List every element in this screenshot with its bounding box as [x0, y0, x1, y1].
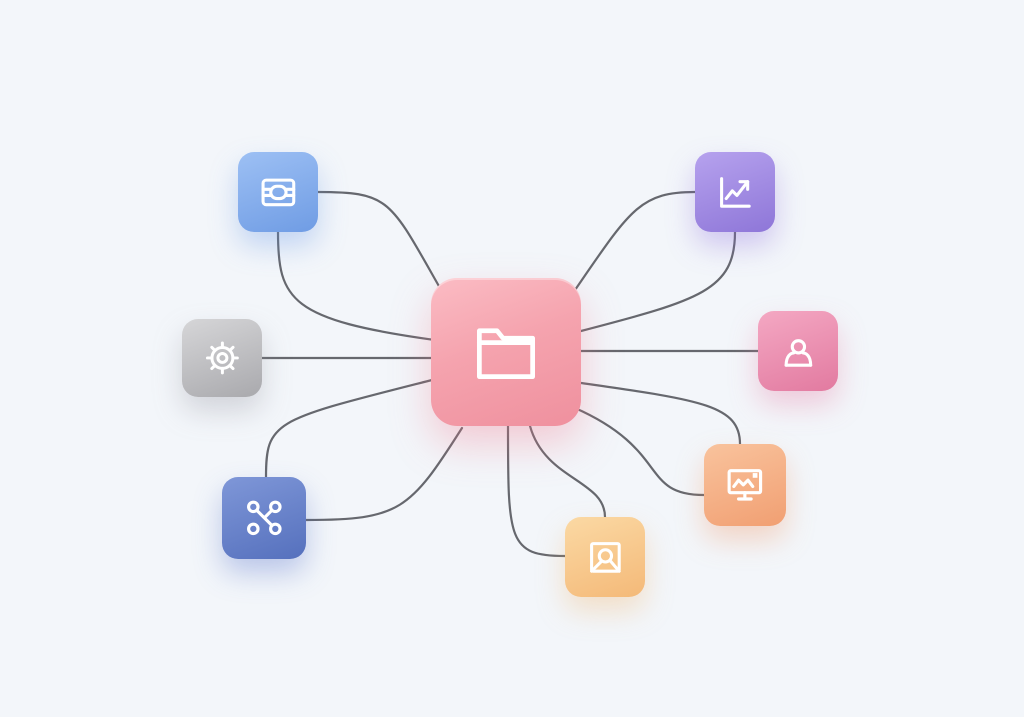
user-node[interactable] [758, 311, 838, 391]
connector-image-b [528, 424, 607, 519]
gear-node[interactable] [182, 319, 262, 397]
connector-network-b [304, 426, 464, 522]
line-chart-icon [719, 176, 751, 208]
connector-network-a [264, 378, 434, 479]
toggle-node[interactable] [238, 152, 318, 232]
image-search-icon [589, 541, 621, 573]
network-node[interactable] [222, 477, 306, 559]
folder-icon [476, 328, 536, 380]
connector-toggle-a [316, 190, 442, 290]
connector-monitor-b [573, 406, 706, 497]
image-search-node[interactable] [565, 517, 645, 597]
monitor-analytics-icon [727, 469, 763, 501]
network-nodes-icon [246, 500, 282, 536]
hub-folder-node[interactable] [431, 278, 581, 426]
chart-node[interactable] [695, 152, 775, 232]
user-profile-icon [784, 338, 812, 367]
connector-chart-a [573, 190, 697, 292]
toggle-switch-icon [261, 178, 295, 206]
connector-image-a [506, 424, 567, 558]
gear-icon [205, 341, 239, 375]
connector-chart-b [579, 230, 737, 333]
monitor-node[interactable] [704, 444, 786, 526]
connector-toggle-b [276, 230, 437, 342]
connector-monitor-a [579, 381, 742, 446]
